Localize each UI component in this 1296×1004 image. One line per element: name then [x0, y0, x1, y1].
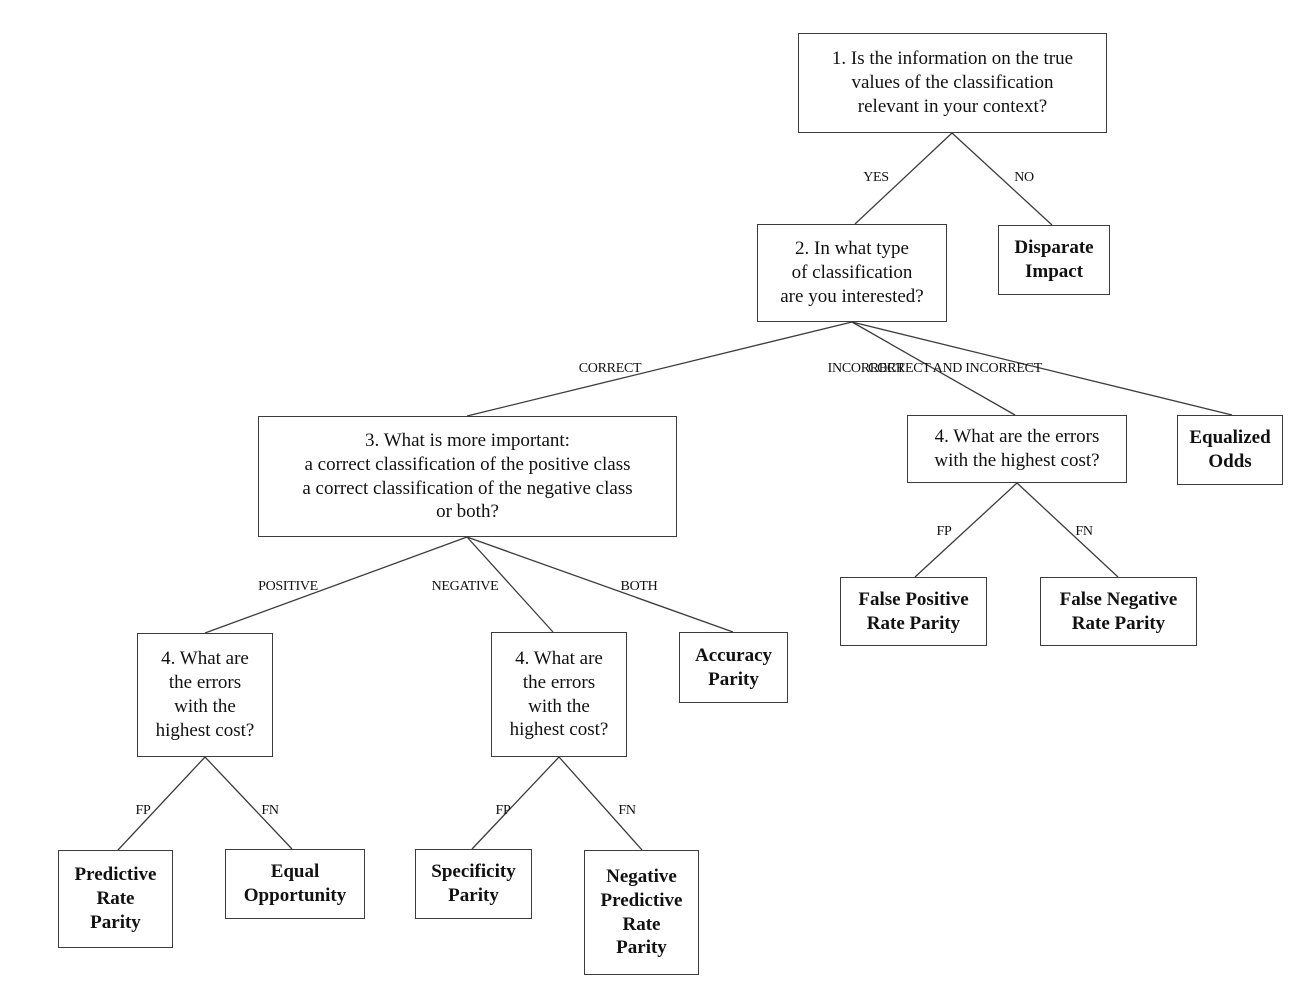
edge-fp-incorrect — [914, 482, 1018, 578]
decision-node-4-errors-highest-cost-incorrect: 4. What are the errors with the highest … — [907, 415, 1127, 483]
edge-yes — [854, 132, 953, 225]
edge-fp-negative — [471, 756, 560, 850]
decision-node-4-errors-highest-cost-positive: 4. What are the errors with the highest … — [137, 633, 273, 757]
outcome-node-negative-predictive-rate-parity: Negative Predictive Rate Parity — [584, 850, 699, 975]
edge-label-fp-positive: FP — [135, 803, 151, 818]
edge-label-fp-incorrect: FP — [936, 524, 952, 539]
edge-label-both: BOTH — [620, 579, 658, 594]
edge-label-fn-incorrect: FN — [1075, 524, 1093, 539]
edge-label-yes: YES — [863, 170, 889, 185]
decision-node-1-true-values-relevant: 1. Is the information on the true values… — [798, 33, 1107, 133]
edge-label-fn-negative: FN — [618, 803, 636, 818]
edge-label-positive: POSITIVE — [258, 579, 318, 594]
outcome-node-specificity-parity: Specificity Parity — [415, 849, 532, 919]
outcome-node-equal-opportunity: Equal Opportunity — [225, 849, 365, 919]
edge-no — [951, 132, 1053, 226]
outcome-node-equalized-odds: Equalized Odds — [1177, 415, 1283, 485]
edge-fn-incorrect — [1016, 482, 1119, 578]
edge-label-fn-positive: FN — [261, 803, 279, 818]
outcome-node-accuracy-parity: Accuracy Parity — [679, 632, 788, 703]
decision-node-3-what-is-more-important: 3. What is more important: a correct cla… — [258, 416, 677, 537]
edge-fp-positive — [117, 756, 206, 851]
edge-label-correct: CORRECT — [578, 361, 642, 376]
outcome-node-false-negative-rate-parity: False Negative Rate Parity — [1040, 577, 1197, 646]
decision-node-2-classification-type: 2. In what type of classification are yo… — [757, 224, 947, 322]
outcome-node-predictive-rate-parity: Predictive Rate Parity — [58, 850, 173, 948]
edge-correct — [466, 321, 853, 417]
edge-label-negative: NEGATIVE — [431, 579, 499, 594]
edge-correct-and-incorrect — [851, 321, 1233, 416]
edge-both — [466, 536, 734, 633]
edge-label-incorrect: INCORRECT — [827, 361, 905, 376]
edge-positive — [204, 536, 468, 634]
edge-negative — [466, 536, 554, 633]
outcome-node-false-positive-rate-parity: False Positive Rate Parity — [840, 577, 987, 646]
edge-label-fp-negative: FP — [495, 803, 511, 818]
edge-label-correct-and-incorrect: CORRECT AND INCORRECT — [868, 361, 1042, 376]
edge-incorrect — [851, 321, 1016, 416]
edge-label-no: NO — [1014, 170, 1034, 185]
outcome-node-disparate-impact: Disparate Impact — [998, 225, 1110, 295]
edge-fn-positive — [204, 756, 293, 850]
edge-fn-negative — [558, 756, 643, 851]
decision-node-4-errors-highest-cost-negative: 4. What are the errors with the highest … — [491, 632, 627, 757]
